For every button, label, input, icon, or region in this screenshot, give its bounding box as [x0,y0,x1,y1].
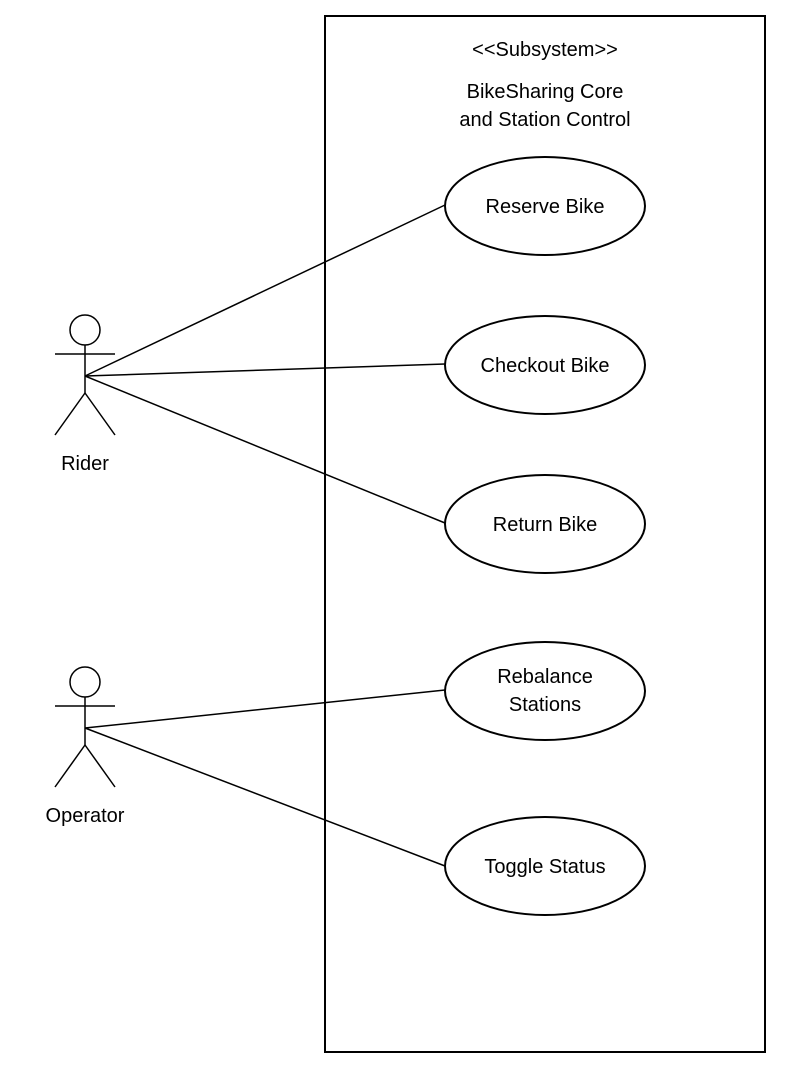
use-case-ellipse [444,641,646,741]
actor-stick-figure-icon [54,314,116,436]
subsystem-stereotype: <<Subsystem>> [472,39,618,61]
actor-operator[interactable]: Operator [46,666,125,827]
association-operator-rebalance-stations [84,689,446,729]
use-case-label-line1: Rebalance [497,666,593,688]
actor-stick-figure-icon [54,666,116,788]
use-case-label-line2: Stations [509,694,581,716]
associations [84,204,446,867]
association-operator-toggle-status [84,727,446,867]
association-rider-reserve-bike [84,204,446,377]
use-case-rebalance-stations[interactable]: Rebalance Stations [444,641,646,741]
use-case-ellipse [444,474,646,574]
actor-label: Rider [61,453,109,475]
use-case-checkout-bike[interactable]: Checkout Bike [444,315,646,415]
use-case-label: Checkout Bike [481,355,610,377]
subsystem-name-line2: and Station Control [459,109,630,131]
use-case-ellipse [444,816,646,916]
association-rider-checkout-bike [84,363,446,377]
actor-label: Operator [46,805,125,827]
use-case-label: Return Bike [493,514,598,536]
use-case-toggle-status[interactable]: Toggle Status [444,816,646,916]
use-case-ellipse [444,156,646,256]
actor-rider[interactable]: Rider [54,314,116,475]
use-case-label: Toggle Status [484,856,605,878]
use-case-reserve-bike[interactable]: Reserve Bike [444,156,646,256]
subsystem-name-line1: BikeSharing Core [467,81,624,103]
use-case-ellipse [444,315,646,415]
use-case-label: Reserve Bike [486,196,605,218]
association-rider-return-bike [84,375,446,524]
use-case-return-bike[interactable]: Return Bike [444,474,646,574]
